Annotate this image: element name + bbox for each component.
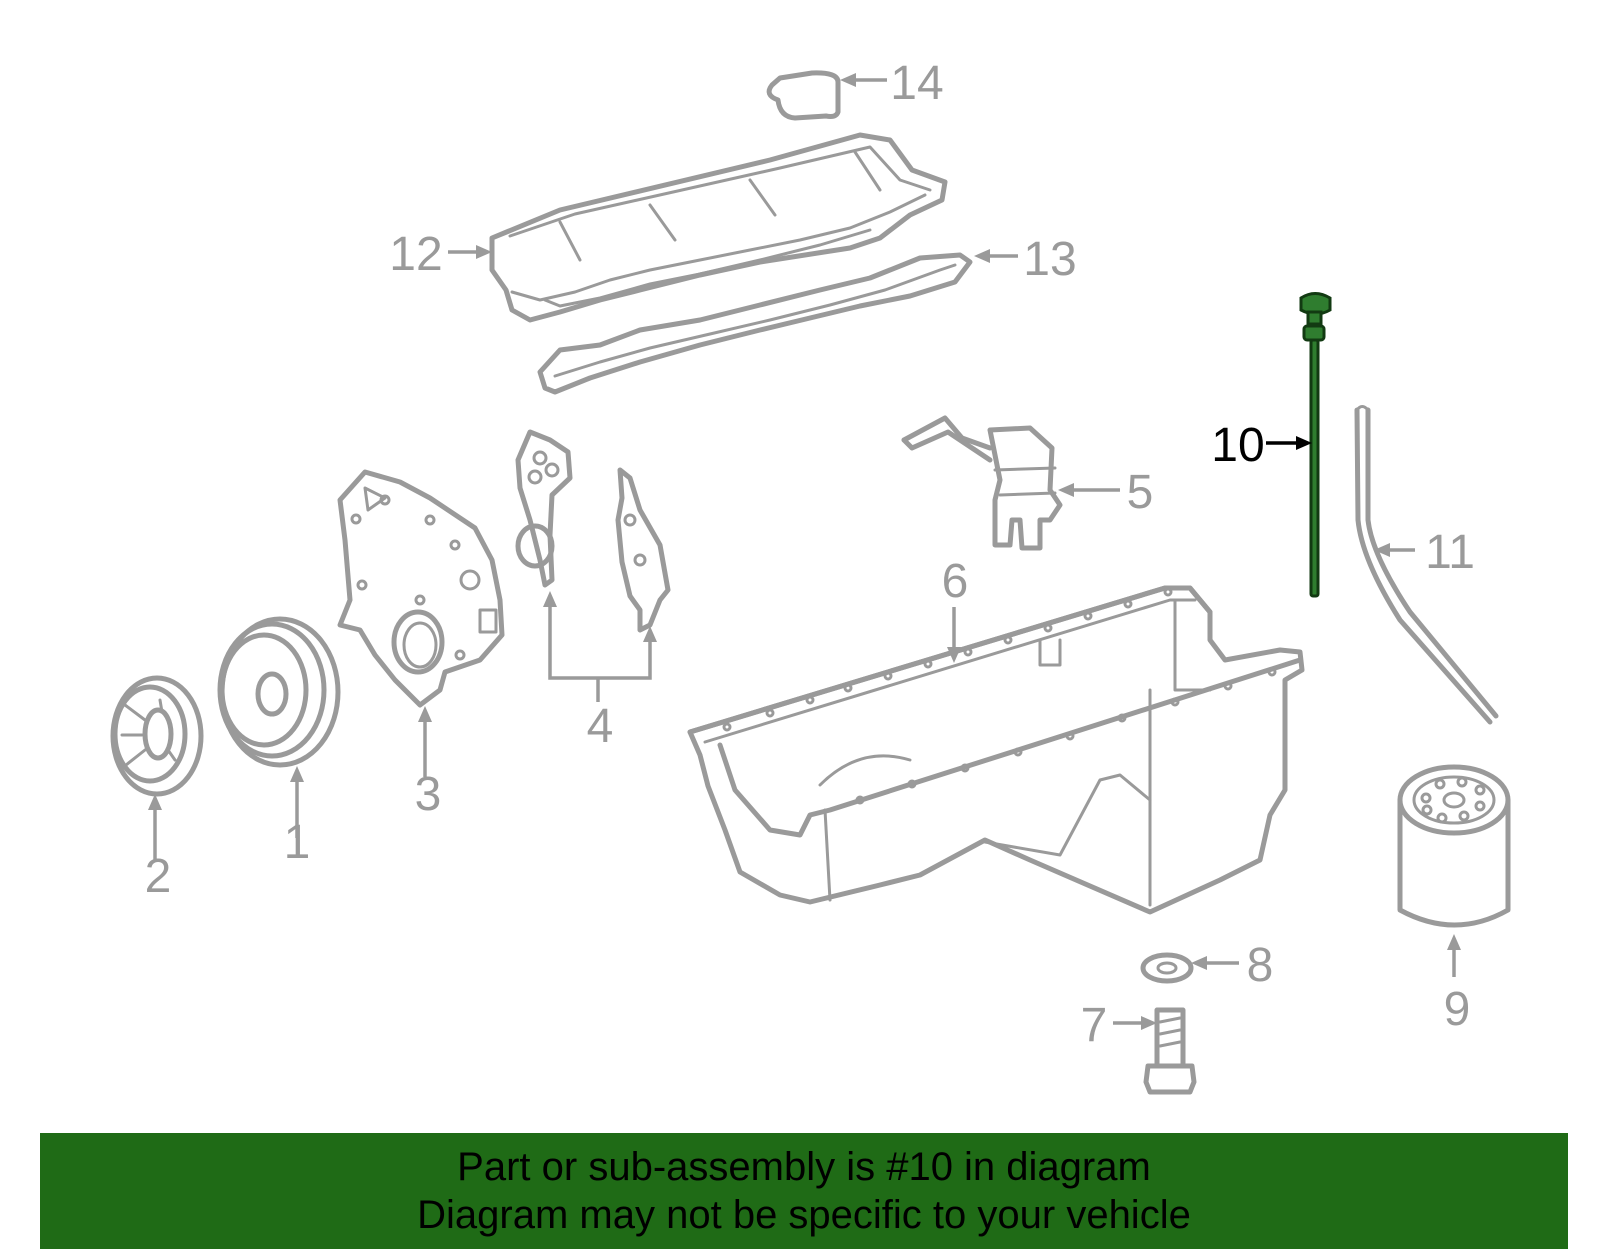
part-11-dipstick-tube[interactable]: [1354, 405, 1499, 725]
part-13-valve-cover-gasket[interactable]: [537, 252, 973, 395]
callout-5: 5: [1127, 466, 1154, 519]
callout-10: 10: [1211, 419, 1264, 472]
banner-line-2: Diagram may not be specific to your vehi…: [417, 1193, 1191, 1237]
part-9-oil-filter[interactable]: [1397, 764, 1511, 928]
part-12-valve-cover[interactable]: [489, 132, 948, 323]
part-3-timing-cover[interactable]: [337, 469, 505, 708]
part-notice-banner: Part or sub-assembly is #10 in diagram D…: [40, 1133, 1568, 1249]
callout-13: 13: [1023, 233, 1076, 286]
callout-7: 7: [1081, 999, 1108, 1052]
callout-6: 6: [942, 555, 969, 608]
banner-line-1: Part or sub-assembly is #10 in diagram: [457, 1145, 1151, 1189]
part-1-crank-pulley[interactable]: [217, 616, 341, 768]
callout-12: 12: [389, 228, 442, 281]
callout-labels: 1 2 3 4 5 6 7 8 9 10 11 12 13 14: [145, 57, 1475, 1052]
part-2-crank-pulley-small[interactable]: [110, 675, 204, 797]
part-5-oil-pump[interactable]: [901, 415, 1063, 551]
part-6-oil-pan[interactable]: [687, 585, 1305, 915]
part-10-oil-dipstick[interactable]: [1299, 292, 1332, 598]
callout-4: 4: [587, 700, 614, 753]
callout-9: 9: [1444, 983, 1471, 1036]
callout-leaders: [148, 73, 1461, 1030]
part-4-timing-cover-gaskets[interactable]: [515, 429, 671, 633]
callout-1: 1: [284, 816, 311, 869]
part-7-drain-plug[interactable]: [1143, 1007, 1197, 1095]
callout-11: 11: [1425, 526, 1475, 579]
callout-14: 14: [890, 57, 943, 110]
callout-8: 8: [1247, 939, 1274, 992]
part-14-oil-cap[interactable]: [766, 70, 841, 121]
part-8-drain-plug-washer[interactable]: [1140, 952, 1194, 984]
callout-3: 3: [415, 768, 442, 821]
callout-2: 2: [145, 850, 172, 903]
